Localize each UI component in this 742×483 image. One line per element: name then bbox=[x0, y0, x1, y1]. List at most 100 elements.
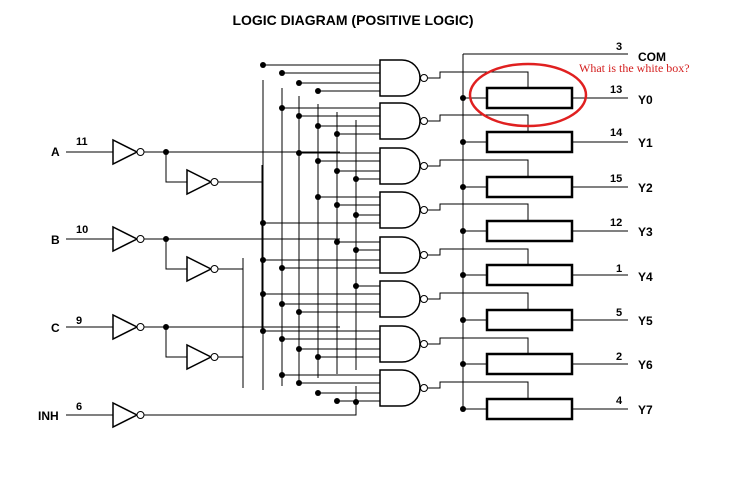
switch-box-y1 bbox=[485, 130, 574, 154]
junction-dots bbox=[163, 62, 466, 412]
diagram-title: LOGIC DIAGRAM (POSITIVE LOGIC) bbox=[232, 12, 473, 28]
nand-gate-7 bbox=[379, 369, 421, 407]
input-label-b: B bbox=[51, 233, 60, 247]
junction-dot bbox=[279, 70, 285, 76]
switch-box-y7 bbox=[485, 397, 574, 421]
junction-dot bbox=[296, 346, 302, 352]
com-label: COM bbox=[638, 50, 666, 64]
junction-dot bbox=[460, 139, 466, 145]
output-pin-y1: 14 bbox=[610, 127, 623, 139]
nand-gate-5-bubble bbox=[420, 295, 428, 303]
junction-dot bbox=[279, 265, 285, 271]
inverter-c-second-bubble bbox=[210, 353, 219, 361]
inverter-c-bubble bbox=[136, 323, 145, 331]
gate-output-wire bbox=[428, 337, 529, 354]
junction-dot bbox=[260, 291, 266, 297]
gate-output-wire bbox=[428, 292, 529, 309]
junction-dot bbox=[460, 228, 466, 234]
output-pin-y5: 5 bbox=[616, 307, 622, 319]
nand-gate-1-bubble bbox=[420, 117, 428, 125]
output-label-y3: Y3 bbox=[638, 225, 653, 239]
annotation-text: What is the white box? bbox=[579, 61, 690, 75]
output-label-y6: Y6 bbox=[638, 358, 653, 372]
junction-dot bbox=[260, 62, 266, 68]
inverter-a-bubble bbox=[136, 148, 145, 156]
output-pin-y6: 2 bbox=[616, 351, 622, 363]
junction-dot bbox=[353, 212, 359, 218]
input-pin-c: 9 bbox=[76, 315, 82, 327]
switch-box-y0 bbox=[485, 86, 574, 110]
output-label-y4: Y4 bbox=[638, 270, 653, 284]
junction-dot bbox=[315, 194, 321, 200]
junction-dot bbox=[353, 283, 359, 289]
switch-box-y6 bbox=[485, 352, 574, 376]
input-pin-inh: 6 bbox=[76, 401, 82, 413]
junction-dot bbox=[460, 184, 466, 190]
inverter-inh-bubble bbox=[136, 411, 145, 419]
inverter-b-second-bubble bbox=[210, 265, 219, 273]
output-pin-y2: 15 bbox=[610, 173, 622, 185]
wire bbox=[165, 239, 187, 270]
output-label-y1: Y1 bbox=[638, 136, 653, 150]
junction-dot bbox=[296, 380, 302, 386]
junction-dot bbox=[163, 324, 169, 330]
nand-gate-2-bubble bbox=[420, 162, 428, 170]
inverter-b-bubble bbox=[136, 235, 145, 243]
input-pin-a: 11 bbox=[76, 136, 88, 148]
junction-dot bbox=[460, 361, 466, 367]
nand-gate-3 bbox=[379, 191, 421, 229]
junction-dot bbox=[315, 354, 321, 360]
output-pin-y4: 1 bbox=[616, 263, 622, 275]
analog-switches bbox=[485, 86, 574, 421]
input-label-c: C bbox=[51, 321, 60, 335]
gate-output-wire bbox=[428, 159, 529, 176]
nand-gate-1 bbox=[379, 102, 421, 140]
wiring bbox=[66, 53, 628, 416]
inverter-b bbox=[112, 225, 139, 253]
junction-dot bbox=[260, 328, 266, 334]
nand-gate-4-bubble bbox=[420, 251, 428, 259]
gate-output-wire bbox=[428, 381, 529, 398]
nand-gate-0-bubble bbox=[420, 74, 428, 82]
junction-dot bbox=[163, 149, 169, 155]
output-label-y7: Y7 bbox=[638, 403, 653, 417]
inverter-a-second bbox=[186, 168, 213, 196]
com-pin: 3 bbox=[616, 41, 622, 53]
wire bbox=[165, 152, 187, 183]
junction-dot bbox=[279, 336, 285, 342]
inh-wire bbox=[141, 386, 357, 416]
switch-box-y4 bbox=[485, 263, 574, 287]
junction-dot bbox=[279, 105, 285, 111]
input-label-inh: INH bbox=[38, 409, 59, 423]
output-label-y2: Y2 bbox=[638, 181, 653, 195]
annotation-circle bbox=[468, 62, 588, 128]
nand-gate-0 bbox=[379, 59, 421, 97]
junction-dot bbox=[315, 88, 321, 94]
junction-dot bbox=[334, 239, 340, 245]
inverter-inh bbox=[112, 401, 139, 429]
nand-gates bbox=[379, 59, 428, 407]
gate-output-wire bbox=[428, 248, 529, 265]
junction-dot bbox=[279, 301, 285, 307]
switch-box-y5 bbox=[485, 308, 574, 332]
nand-gate-4 bbox=[379, 236, 421, 274]
inverter-b-second bbox=[186, 255, 213, 283]
junction-dot bbox=[296, 113, 302, 119]
junction-dot bbox=[260, 257, 266, 263]
output-pin-y0: 13 bbox=[610, 84, 622, 96]
inverter-c bbox=[112, 313, 139, 341]
gate-output-wire bbox=[428, 71, 529, 88]
gate-output-wire bbox=[428, 203, 529, 220]
nand-gate-5 bbox=[379, 280, 421, 318]
output-label-y0: Y0 bbox=[638, 93, 653, 107]
inverters bbox=[112, 138, 219, 429]
nand-gate-6-bubble bbox=[420, 340, 428, 348]
junction-dot bbox=[296, 309, 302, 315]
junction-dot bbox=[296, 150, 302, 156]
output-pin-y7: 4 bbox=[616, 395, 623, 407]
switch-box-y3 bbox=[485, 219, 574, 243]
nand-gate-2 bbox=[379, 147, 421, 185]
junction-dot bbox=[296, 80, 302, 86]
junction-dot bbox=[460, 317, 466, 323]
